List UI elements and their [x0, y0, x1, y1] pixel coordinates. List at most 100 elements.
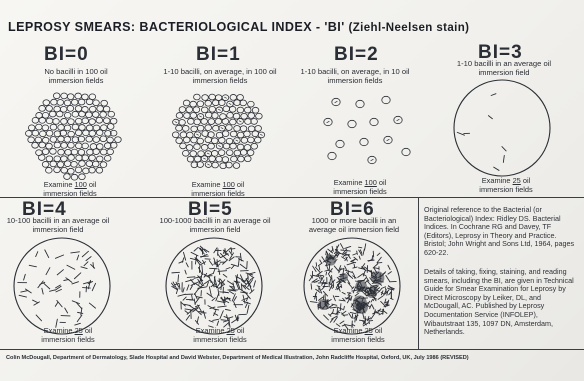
cell: [233, 163, 240, 169]
cell: [100, 162, 107, 168]
bacillus: [327, 121, 330, 123]
cell: [216, 156, 223, 162]
title-stain: (Ziehl-Neelsen stain): [349, 22, 470, 34]
cell: [108, 111, 115, 117]
bacillus: [345, 266, 347, 270]
cell: [226, 125, 233, 131]
title-text: LEPROSY SMEARS: BACTERIOLOGICAL INDEX - …: [8, 20, 345, 34]
cell: [61, 93, 68, 99]
cell: [103, 118, 110, 124]
bacillus: [371, 299, 373, 302]
bacillus: [86, 257, 91, 261]
cell: [176, 138, 183, 144]
bacillus: [236, 140, 238, 141]
cell: [183, 137, 190, 143]
cell: [107, 149, 114, 155]
cell: [212, 100, 219, 106]
bi-6-exam: Examine 25 oil immersion fields: [318, 326, 398, 344]
bacillus: [231, 248, 232, 253]
bacillus: [199, 248, 204, 254]
bacillus: [36, 315, 41, 321]
bacillus: [359, 310, 360, 313]
cell: [40, 131, 47, 137]
cell: [53, 118, 60, 124]
cell: [61, 142, 68, 148]
bacillus: [371, 159, 374, 161]
bacillus: [248, 274, 249, 279]
cell: [68, 119, 75, 125]
cell: [76, 155, 83, 161]
bacillus: [359, 320, 363, 321]
cell: [68, 155, 75, 161]
cell: [230, 131, 237, 137]
cell: [93, 149, 100, 155]
bacillus: [75, 323, 81, 325]
bacillus: [247, 305, 249, 313]
bi-3-field: [452, 78, 562, 188]
bacillus: [207, 153, 209, 154]
bi-3-exam: Examine 25 oil immersion fields: [466, 176, 546, 194]
cell: [71, 161, 78, 167]
cell: [205, 100, 212, 106]
bacillus: [377, 253, 380, 255]
bacillus: [185, 309, 193, 310]
bacillus: [321, 276, 322, 280]
cell: [82, 155, 89, 161]
cell: [212, 162, 219, 168]
cell: [42, 161, 49, 167]
bacillus: [309, 277, 312, 281]
cell: [92, 161, 99, 167]
bacillus: [196, 134, 198, 135]
cell: [256, 113, 263, 119]
bacillus: [344, 306, 345, 310]
cell: [64, 174, 71, 180]
cell: [100, 112, 107, 118]
cell: [197, 125, 204, 131]
cell: [230, 94, 237, 100]
cell: [42, 125, 49, 131]
bi-0-label: BI=0: [44, 44, 89, 66]
bacillus: [42, 288, 43, 294]
bi-1-description: 1-10 bacilli, on average, in 100 oil imm…: [160, 67, 280, 85]
cell: [46, 106, 53, 112]
bacillus: [320, 260, 322, 263]
bacillus: [218, 306, 227, 307]
bacillus: [342, 292, 345, 294]
cell: [222, 157, 229, 163]
bacillus: [55, 255, 63, 258]
bacillus: [92, 283, 95, 290]
cell: [56, 111, 63, 117]
cell: [96, 117, 103, 123]
cell: [182, 125, 189, 131]
cell: [215, 119, 222, 125]
bacillus: [260, 134, 262, 135]
bacillus: [350, 312, 355, 313]
cell: [39, 105, 46, 111]
cell: [49, 111, 56, 117]
bacillus: [224, 97, 226, 98]
cell: [54, 167, 61, 173]
bacillus: [326, 272, 327, 275]
cell: [219, 100, 226, 106]
cell: [356, 100, 364, 107]
cell: [28, 125, 35, 131]
cell: [115, 137, 122, 143]
bacillus: [82, 251, 88, 256]
cell: [86, 161, 93, 167]
cell: [227, 112, 234, 118]
cell: [46, 167, 53, 173]
bacillus: [340, 321, 344, 324]
cell: [191, 137, 198, 143]
cell: [223, 106, 230, 112]
cell: [93, 137, 100, 143]
cell: [255, 126, 262, 132]
bi-4-exam: Examine 25 oil immersion fields: [28, 326, 108, 344]
bacillus: [220, 311, 223, 319]
cell: [107, 137, 114, 143]
bacillus: [72, 301, 79, 304]
cell: [89, 119, 96, 125]
bacillus: [220, 292, 228, 293]
cell: [75, 167, 82, 173]
cell: [79, 174, 86, 180]
